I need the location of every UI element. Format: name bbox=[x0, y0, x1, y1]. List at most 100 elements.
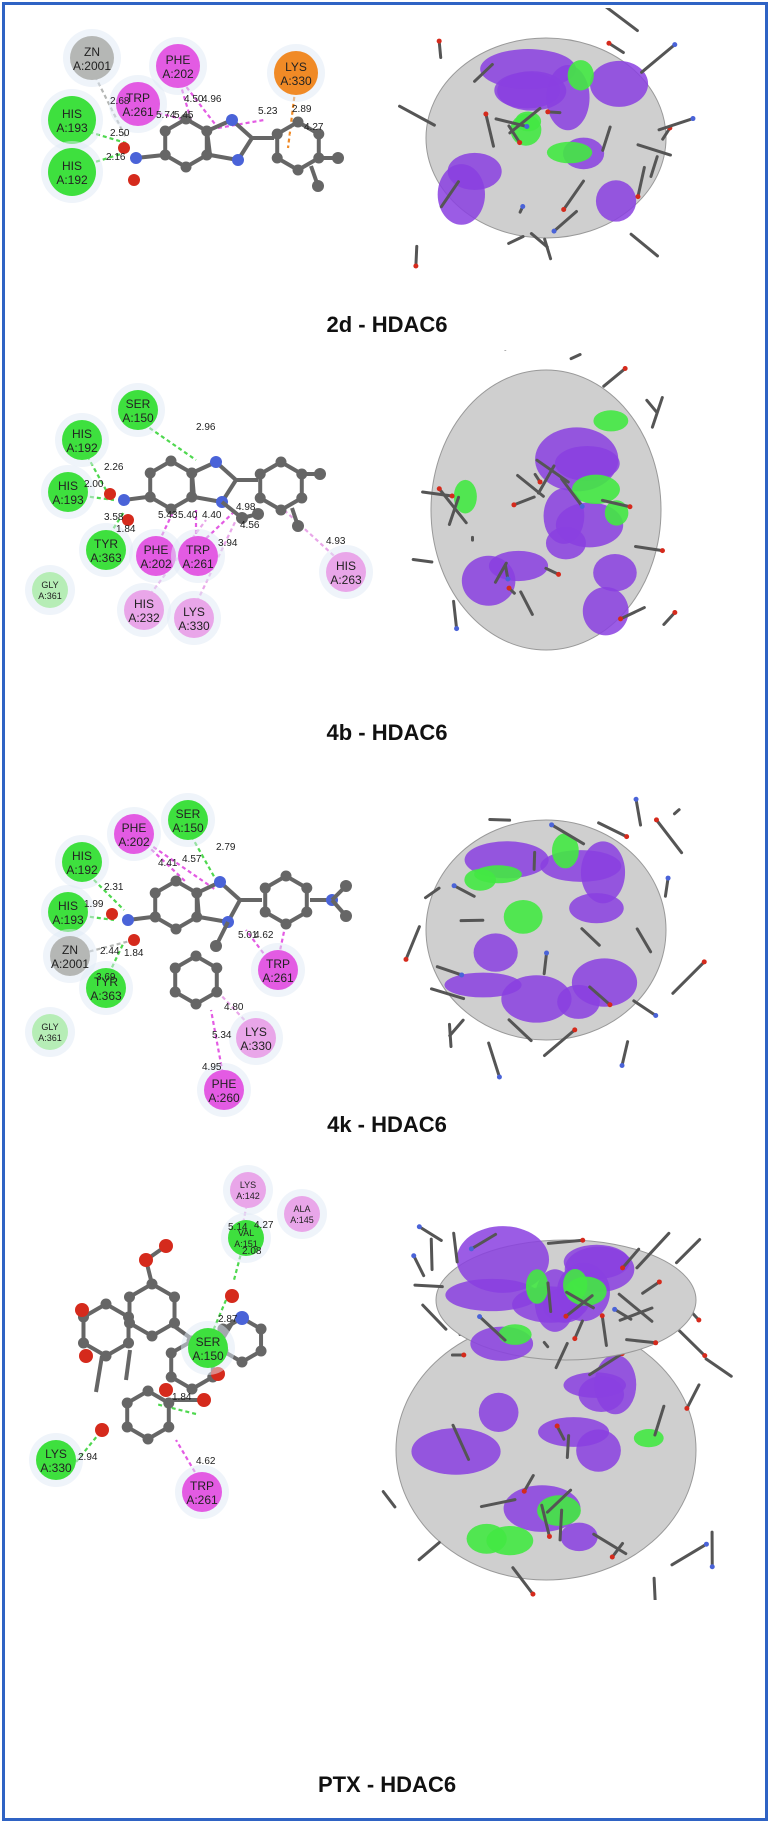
residue-stick bbox=[507, 235, 525, 245]
atom-c bbox=[296, 468, 308, 480]
bond bbox=[205, 130, 212, 156]
distance-label: 2.26 bbox=[104, 462, 124, 473]
binding-pocket-3d-surface bbox=[381, 1224, 733, 1600]
residue-name: HIS bbox=[58, 899, 78, 913]
distance-label: 4.41 bbox=[158, 858, 178, 869]
residue-stick bbox=[633, 545, 664, 553]
residue-stick bbox=[507, 1018, 533, 1043]
distance-label: 2.68 bbox=[110, 96, 130, 107]
atom-c bbox=[144, 467, 156, 479]
residue-stick bbox=[685, 1383, 701, 1410]
residue-stick bbox=[421, 490, 454, 498]
distance-label: 2.87 bbox=[218, 1314, 238, 1325]
residue-id: A:261 bbox=[182, 557, 214, 571]
residue-name: TRP bbox=[126, 91, 150, 105]
surface-patch-green bbox=[546, 141, 593, 164]
residue-id: A:193 bbox=[52, 493, 84, 507]
atom-c bbox=[165, 1347, 177, 1359]
atom-n bbox=[468, 1246, 474, 1252]
residue-stick bbox=[429, 987, 466, 1001]
surface-patch-purple bbox=[589, 60, 649, 107]
atom-c bbox=[142, 1433, 154, 1445]
residue-stick bbox=[507, 124, 522, 145]
atom-o bbox=[563, 1313, 569, 1319]
residue-stick bbox=[635, 927, 653, 954]
residue-stick bbox=[565, 1290, 595, 1310]
residue-stick bbox=[641, 1280, 661, 1295]
aromatic-marker bbox=[136, 1294, 167, 1325]
residue-stick bbox=[452, 884, 476, 898]
residue-stick bbox=[488, 817, 512, 822]
residue-stick bbox=[554, 1341, 569, 1370]
residue-stick bbox=[600, 1314, 608, 1347]
distance-label: 4.95 bbox=[202, 1062, 222, 1073]
surface-patch-purple bbox=[594, 1354, 637, 1415]
aromatic-marker bbox=[90, 1314, 121, 1345]
atom-o bbox=[556, 571, 562, 577]
atom-c bbox=[159, 149, 171, 161]
bond bbox=[195, 892, 201, 918]
binding-pocket-3d-surface bbox=[403, 796, 707, 1080]
residue-stick bbox=[540, 1503, 551, 1538]
atom-n bbox=[633, 796, 639, 802]
aromatic-marker bbox=[272, 886, 300, 914]
distance-label: 4.40 bbox=[202, 510, 222, 521]
residue-name: TRP bbox=[266, 957, 290, 971]
atom-c bbox=[169, 1317, 181, 1329]
atom-n bbox=[544, 950, 550, 956]
atom-o bbox=[656, 1279, 662, 1285]
residue-id: A:142 bbox=[236, 1191, 260, 1201]
residue-name: HIS bbox=[134, 597, 154, 611]
atom-c bbox=[100, 1298, 112, 1310]
residue-zn-2001: ZNA:2001 bbox=[63, 29, 121, 87]
interaction-line bbox=[135, 834, 187, 883]
atom-o bbox=[122, 514, 134, 526]
atom-o bbox=[618, 616, 624, 622]
atom-o bbox=[624, 834, 630, 840]
residue-name: LYS bbox=[245, 1025, 267, 1039]
residue-stick bbox=[522, 1474, 535, 1493]
residue-stick bbox=[447, 495, 461, 527]
residue-name: ZN bbox=[84, 45, 100, 59]
caption-2d: 2d - HDAC6 bbox=[326, 312, 448, 337]
residue-stick bbox=[605, 8, 639, 33]
residue-disc bbox=[204, 1070, 244, 1110]
residue-stick bbox=[412, 1254, 426, 1278]
aromatic-marker bbox=[134, 1401, 162, 1429]
residue-disc bbox=[124, 590, 164, 630]
residue-stick bbox=[417, 1225, 443, 1242]
residue-stick bbox=[636, 143, 672, 157]
residue-name: PHE bbox=[144, 543, 169, 557]
atom-c bbox=[190, 998, 202, 1010]
residue-stick bbox=[597, 821, 629, 839]
atom-c bbox=[165, 455, 177, 467]
residue-disc bbox=[174, 598, 214, 638]
bond bbox=[94, 1355, 104, 1393]
binding-pocket-3d-surface bbox=[398, 8, 696, 269]
residue-stick bbox=[592, 1532, 628, 1556]
residue-stick bbox=[657, 117, 695, 132]
atom-o bbox=[537, 479, 543, 485]
atom-c bbox=[275, 504, 287, 516]
residue-stick bbox=[663, 876, 670, 898]
residue-stick bbox=[653, 1404, 666, 1437]
distance-label: 4.96 bbox=[202, 94, 222, 105]
residue-id: A:361 bbox=[38, 1033, 62, 1043]
residue-id: A:260 bbox=[208, 1091, 240, 1105]
atom-o bbox=[545, 109, 551, 115]
distance-label: 5.74 bbox=[156, 110, 176, 121]
residue-disc bbox=[136, 536, 176, 576]
residue-stick bbox=[452, 1231, 459, 1264]
distance-label: 4.80 bbox=[224, 1002, 244, 1013]
atom-n bbox=[549, 822, 555, 828]
distance-label: 4.27 bbox=[304, 122, 324, 133]
